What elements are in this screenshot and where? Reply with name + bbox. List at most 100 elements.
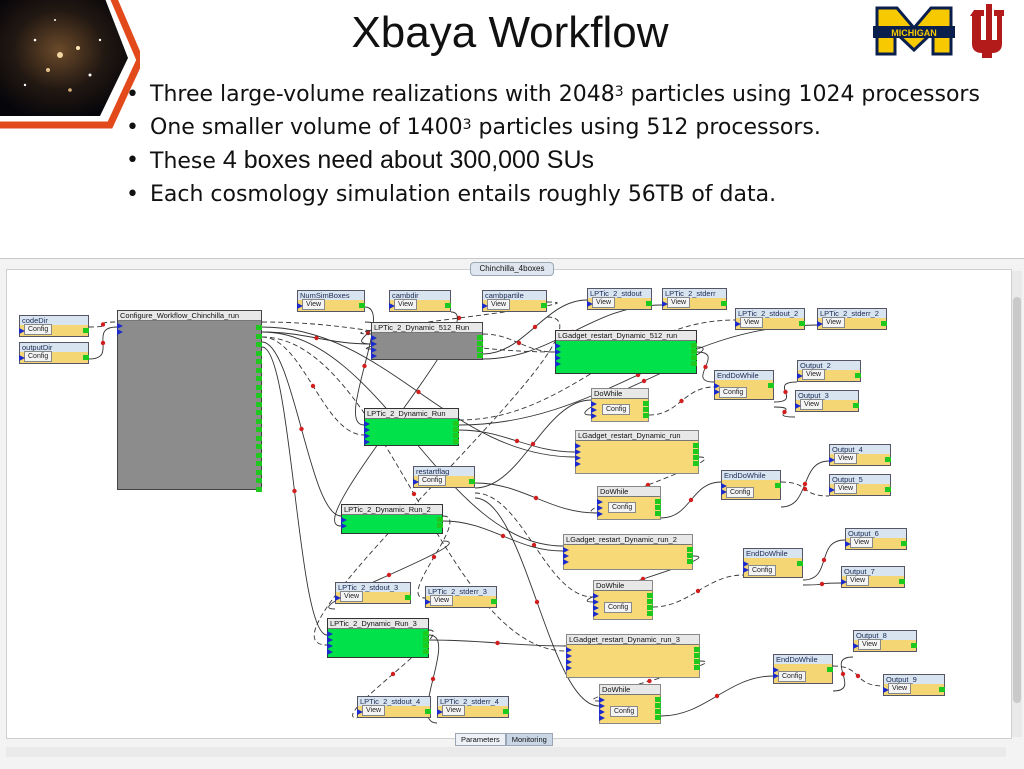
output-port[interactable] (83, 355, 89, 360)
input-port[interactable] (327, 637, 333, 643)
node-view-button[interactable]: View (822, 317, 846, 328)
output-port[interactable] (453, 427, 459, 432)
output-port[interactable] (423, 643, 429, 648)
node-config-button[interactable]: Config (24, 324, 53, 335)
input-port[interactable] (364, 427, 370, 433)
node-view-button[interactable]: View (667, 297, 691, 308)
output-port[interactable] (437, 523, 443, 528)
input-port[interactable] (597, 499, 603, 505)
output-port[interactable] (647, 599, 653, 604)
input-port[interactable] (19, 355, 25, 361)
scrollbar-thumb[interactable] (1013, 297, 1021, 703)
input-port[interactable] (327, 649, 333, 655)
input-port[interactable] (117, 323, 123, 329)
output-port[interactable] (423, 637, 429, 642)
input-port[interactable] (563, 559, 569, 565)
output-port[interactable] (359, 303, 365, 308)
output-port[interactable] (694, 659, 700, 664)
input-port[interactable] (19, 328, 25, 334)
output-port[interactable] (477, 341, 483, 346)
input-port[interactable] (597, 511, 603, 517)
node-view-button[interactable]: View (846, 575, 870, 586)
node-view-button[interactable]: View (302, 299, 326, 310)
input-port[interactable] (817, 321, 823, 327)
input-port[interactable] (327, 631, 333, 637)
input-port[interactable] (662, 301, 668, 307)
output-port[interactable] (256, 359, 262, 364)
node-view-button[interactable]: View (800, 399, 824, 410)
input-port[interactable] (371, 341, 377, 347)
input-port[interactable] (357, 709, 363, 715)
input-port[interactable] (599, 715, 605, 721)
output-port[interactable] (655, 697, 661, 702)
input-port[interactable] (853, 643, 859, 649)
output-port[interactable] (799, 321, 805, 326)
output-port[interactable] (655, 715, 661, 720)
input-port[interactable] (721, 489, 727, 495)
input-port[interactable] (566, 653, 572, 659)
input-port[interactable] (591, 413, 597, 419)
input-port[interactable] (566, 665, 572, 671)
node-config-button[interactable]: Config (726, 487, 755, 498)
output-port[interactable] (693, 461, 699, 466)
workflow-node-lg512[interactable]: LGadget_restart_Dynamic_512_run (555, 330, 697, 374)
input-port[interactable] (566, 647, 572, 653)
input-port[interactable] (413, 479, 419, 485)
input-port[interactable] (575, 449, 581, 455)
output-port[interactable] (691, 343, 697, 348)
input-port[interactable] (327, 643, 333, 649)
output-port[interactable] (694, 665, 700, 670)
node-view-button[interactable]: View (740, 317, 764, 328)
input-port[interactable] (555, 361, 561, 367)
output-port[interactable] (647, 611, 653, 616)
output-port[interactable] (687, 547, 693, 552)
input-port[interactable] (743, 567, 749, 573)
workflow-node-lprun2[interactable]: LPTic_2_Dynamic_Run_2 (341, 504, 443, 534)
output-port[interactable] (425, 709, 431, 714)
input-port[interactable] (364, 421, 370, 427)
output-port[interactable] (687, 553, 693, 558)
input-port[interactable] (593, 611, 599, 617)
output-port[interactable] (881, 321, 887, 326)
node-view-button[interactable]: View (430, 595, 454, 606)
input-port[interactable] (371, 335, 377, 341)
output-port[interactable] (853, 403, 859, 408)
output-port[interactable] (256, 401, 262, 407)
output-port[interactable] (655, 505, 661, 510)
output-port[interactable] (655, 709, 661, 714)
node-view-button[interactable]: View (888, 683, 912, 694)
output-port[interactable] (694, 647, 700, 652)
input-port[interactable] (795, 403, 801, 409)
input-port[interactable] (555, 355, 561, 361)
input-port[interactable] (593, 599, 599, 605)
output-port[interactable] (643, 407, 649, 412)
output-port[interactable] (939, 687, 945, 692)
input-port[interactable] (845, 541, 851, 547)
node-view-button[interactable]: View (850, 537, 874, 548)
output-port[interactable] (901, 541, 907, 546)
input-port[interactable] (335, 595, 341, 601)
output-port[interactable] (655, 703, 661, 708)
node-config-button[interactable]: Config (602, 404, 631, 415)
node-config-button[interactable]: Config (748, 565, 777, 576)
output-port[interactable] (655, 511, 661, 516)
output-port[interactable] (256, 367, 262, 373)
input-port[interactable] (482, 303, 488, 309)
output-port[interactable] (775, 483, 781, 488)
output-port[interactable] (445, 303, 451, 308)
output-port[interactable] (256, 350, 262, 356)
workflow-node-lprun[interactable]: LPTic_2_Dynamic_Run (364, 408, 459, 446)
input-port[interactable] (587, 301, 593, 307)
